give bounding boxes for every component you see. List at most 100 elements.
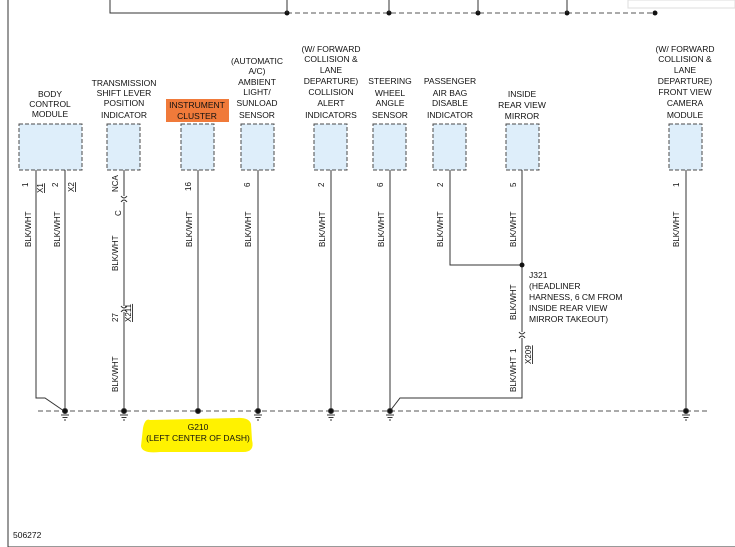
connector-x211: X211 — [124, 303, 133, 322]
svg-text:INSIDE: INSIDE — [508, 89, 537, 99]
wire-color-camera: BLK/WHT — [672, 211, 681, 247]
wire-color-mirror-upper: BLK/WHT — [509, 211, 518, 247]
front-camera-box — [668, 123, 703, 171]
svg-text:WHEEL: WHEEL — [375, 88, 406, 98]
svg-text:MODULE: MODULE — [32, 109, 69, 119]
pin-steering-6: 6 — [376, 182, 385, 187]
svg-text:DEPARTURE): DEPARTURE) — [658, 76, 713, 86]
svg-text:(LEFT CENTER OF DASH): (LEFT CENTER OF DASH) — [146, 433, 250, 443]
svg-text:(W/ FORWARD: (W/ FORWARD — [301, 44, 360, 54]
svg-text:INDICATORS: INDICATORS — [305, 110, 357, 120]
svg-text:SUNLOAD: SUNLOAD — [236, 98, 277, 108]
steering-angle-sensor-box — [372, 123, 407, 171]
svg-text:FRONT VIEW: FRONT VIEW — [658, 87, 711, 97]
module-body-control-label: BODY CONTROL MODULE — [29, 89, 71, 119]
wire-color-steering: BLK/WHT — [377, 211, 386, 247]
svg-text:HARNESS, 6 CM FROM: HARNESS, 6 CM FROM — [529, 292, 623, 302]
svg-text:STEERING: STEERING — [368, 76, 411, 86]
module-transmission-label: TRANSMISSION SHIFT LEVER POSITION INDICA… — [92, 78, 157, 120]
rear-view-mirror-box — [505, 123, 540, 171]
svg-text:(AUTOMATIC: (AUTOMATIC — [231, 56, 283, 66]
svg-text:INDICATOR: INDICATOR — [427, 110, 473, 120]
svg-text:AIR BAG: AIR BAG — [433, 88, 467, 98]
svg-text:ANGLE: ANGLE — [376, 98, 405, 108]
connector-x1: X1 — [36, 183, 45, 193]
wire-color-airbag: BLK/WHT — [436, 211, 445, 247]
wire-color-bcm-1: BLK/WHT — [24, 211, 33, 247]
svg-text:INDICATOR: INDICATOR — [101, 110, 147, 120]
overlay-panel-edge — [627, 0, 735, 9]
svg-text:(W/ FORWARD: (W/ FORWARD — [655, 44, 714, 54]
svg-text:CAMERA: CAMERA — [667, 98, 704, 108]
wire-color-ambient: BLK/WHT — [244, 211, 253, 247]
svg-text:AMBIENT: AMBIENT — [238, 77, 276, 87]
ambient-light-sensor-box — [240, 123, 275, 171]
svg-text:G210: G210 — [188, 422, 209, 432]
module-passenger-airbag-label: PASSENGER AIR BAG DISABLE INDICATOR — [424, 76, 476, 120]
svg-text:TRANSMISSION: TRANSMISSION — [92, 78, 157, 88]
wire-color-mirror-middle: BLK/WHT — [509, 284, 518, 320]
pin-bcm-2: 2 — [51, 182, 60, 187]
wire-color-trans-lower: BLK/WHT — [111, 356, 120, 392]
svg-text:LANE: LANE — [674, 65, 697, 75]
module-front-camera-label: (W/ FORWARD COLLISION & LANE DEPARTURE) … — [655, 44, 714, 120]
module-steering-wheel-label: STEERING WHEEL ANGLE SENSOR — [368, 76, 411, 120]
pin-camera-1: 1 — [672, 182, 681, 187]
module-rear-view-mirror-label: INSIDE REAR VIEW MIRROR — [498, 89, 546, 121]
svg-text:MODULE: MODULE — [667, 110, 704, 120]
wires — [35, 170, 687, 412]
svg-text:INSTRUMENT: INSTRUMENT — [169, 100, 225, 110]
top-bus — [109, 0, 658, 16]
wire-color-bcm-2: BLK/WHT — [53, 211, 62, 247]
connector-c: C — [114, 210, 123, 216]
svg-text:SENSOR: SENSOR — [239, 110, 275, 120]
wire-color-mirror-lower: BLK/WHT — [509, 356, 518, 392]
ground-symbols — [61, 408, 690, 421]
svg-text:COLLISION: COLLISION — [308, 87, 353, 97]
wire-color-collision: BLK/WHT — [318, 211, 327, 247]
svg-text:REAR VIEW: REAR VIEW — [498, 100, 546, 110]
svg-text:LIGHT/: LIGHT/ — [243, 87, 271, 97]
svg-text:CONTROL: CONTROL — [29, 99, 71, 109]
svg-text:PASSENGER: PASSENGER — [424, 76, 476, 86]
module-ambient-light-label: (AUTOMATIC A/C) AMBIENT LIGHT/ SUNLOAD S… — [231, 56, 283, 120]
svg-text:J321: J321 — [529, 270, 548, 280]
svg-text:A/C): A/C) — [249, 66, 266, 76]
svg-text:SHIFT LEVER: SHIFT LEVER — [97, 88, 152, 98]
wire-color-cluster: BLK/WHT — [185, 211, 194, 247]
module-instrument-cluster-label: INSTRUMENT CLUSTER — [166, 99, 229, 122]
diagram-number: 506272 — [13, 530, 42, 540]
body-control-module-box — [18, 123, 83, 171]
svg-text:COLLISION &: COLLISION & — [658, 54, 712, 64]
collision-alert-box — [313, 123, 348, 171]
pin-mirror-5: 5 — [509, 182, 518, 187]
airbag-indicator-box — [432, 123, 467, 171]
svg-text:CLUSTER: CLUSTER — [177, 111, 217, 121]
svg-text:ALERT: ALERT — [317, 98, 344, 108]
svg-text:DISABLE: DISABLE — [432, 98, 468, 108]
connector-pin-1: 1 — [509, 348, 518, 353]
pin-collision-2: 2 — [317, 182, 326, 187]
pin-cluster-16: 16 — [184, 182, 193, 191]
module-collision-alert-label: (W/ FORWARD COLLISION & LANE DEPARTURE) … — [301, 44, 360, 120]
svg-text:POSITION: POSITION — [104, 98, 145, 108]
transmission-indicator-box — [106, 123, 141, 171]
connector-pin-27: 27 — [111, 313, 120, 322]
connector-x2: X2 — [67, 182, 76, 192]
pin-trans-nca: NCA — [111, 174, 120, 192]
svg-text:COLLISION &: COLLISION & — [304, 54, 358, 64]
svg-text:BODY: BODY — [38, 89, 62, 99]
splice-j321-label: J321 (HEADLINER HARNESS, 6 CM FROM INSID… — [529, 270, 623, 324]
wire-color-trans-upper: BLK/WHT — [111, 235, 120, 271]
pin-bcm-1: 1 — [21, 182, 30, 187]
connector-x209: X209 — [524, 345, 533, 364]
svg-text:DEPARTURE): DEPARTURE) — [304, 76, 359, 86]
svg-text:INSIDE REAR VIEW: INSIDE REAR VIEW — [529, 303, 607, 313]
instrument-cluster-box — [180, 123, 215, 171]
pin-airbag-2: 2 — [436, 182, 445, 187]
svg-text:MIRROR TAKEOUT): MIRROR TAKEOUT) — [529, 314, 608, 324]
ground-g210-label: G210 (LEFT CENTER OF DASH) — [141, 417, 253, 453]
svg-text:SENSOR: SENSOR — [372, 110, 408, 120]
svg-text:(HEADLINER: (HEADLINER — [529, 281, 580, 291]
